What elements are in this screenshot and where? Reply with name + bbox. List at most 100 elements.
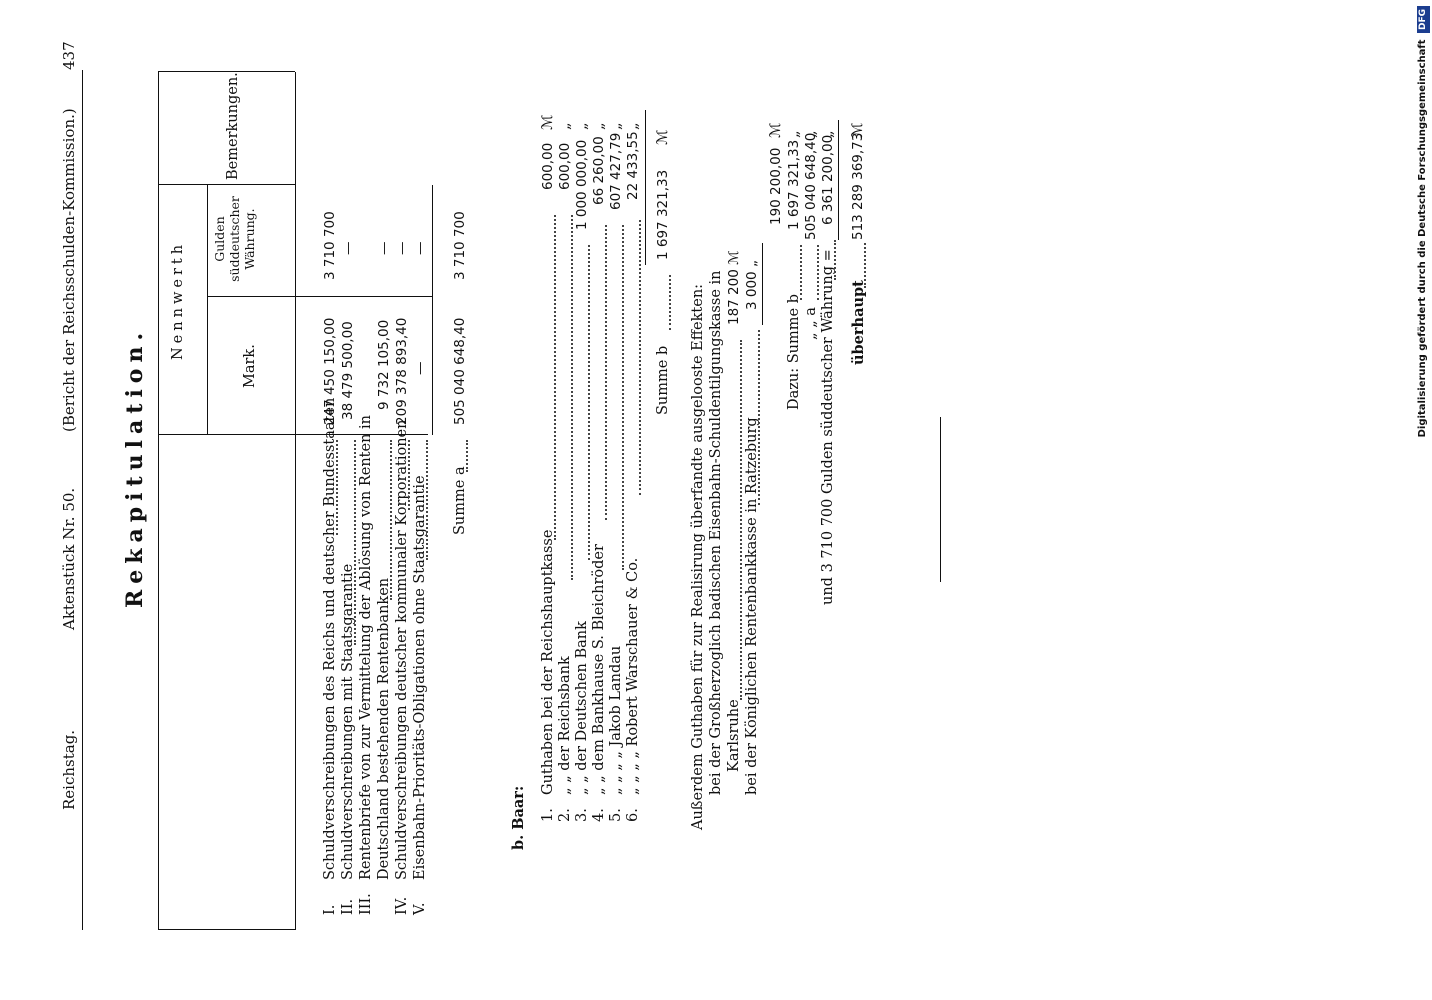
baar-row-label: „ „ dem Bankhause S. Bleichröder <box>591 544 607 795</box>
baar-row-label: „ „ „ „ Jakob Landau <box>608 645 624 795</box>
baar-row-value: 600,00 <box>557 142 573 190</box>
row-gulden: — <box>412 241 428 256</box>
row-label-continued: Deutschland bestehenden Rentenbanken <box>376 577 392 880</box>
header-middle: Aktenstück Nr. 50. <box>60 487 78 630</box>
summe-b-rule <box>645 110 646 265</box>
total-rule <box>838 120 839 240</box>
row-gulden: — <box>340 241 356 256</box>
final-value-2: 1 697 321,33 <box>786 139 802 230</box>
table-header-rule <box>295 72 296 930</box>
mark-gulden-divider <box>207 296 432 297</box>
row-num: IV. <box>394 896 410 915</box>
leader-dots <box>390 440 392 600</box>
summe-b-unit: ℳ <box>655 129 671 145</box>
row-num: I. <box>322 904 338 915</box>
baar-row-num: 3. <box>574 808 590 822</box>
baar-row-num: 6. <box>625 808 641 822</box>
summe-b-value: 1 697 321,33 <box>655 169 671 260</box>
ausserdem-line: Karlsruhe <box>726 699 742 772</box>
baar-row-num: 1. <box>540 808 556 822</box>
final-unit-2: „ <box>786 130 802 138</box>
leader-dots <box>554 215 556 540</box>
leader-dots <box>426 440 428 560</box>
dazu-label: Dazu: Summe b <box>786 294 802 410</box>
summe-a-rule <box>432 185 433 435</box>
header-rule <box>82 70 83 930</box>
row-label: Rentenbriefe von zur Vermittelung der Ab… <box>358 414 374 880</box>
baar-row-value: 22 433,55 <box>625 131 641 200</box>
leader-dots <box>740 340 742 700</box>
dfg-logo-icon: DFG <box>1417 6 1430 34</box>
leader-dots <box>864 243 866 288</box>
summe-a-gulden: 3 710 700 <box>452 211 468 280</box>
row-num: III. <box>358 893 374 915</box>
page-number: 437 <box>60 41 78 70</box>
final-unit-4: „ <box>820 130 836 138</box>
col-gulden: Gulden süddeutscher Währung. <box>212 196 257 282</box>
ausserdem-value: 187 200 ℳ <box>726 250 742 325</box>
baar-row-num: 4. <box>591 808 607 822</box>
col-mark: Mark. <box>242 344 258 388</box>
row-mark: 38 479 500,00 <box>340 321 356 420</box>
summe-b-label: Summe b <box>655 345 671 415</box>
leader-dots <box>622 225 624 570</box>
leader-dots <box>758 330 760 505</box>
table-top-rule <box>158 72 159 930</box>
baar-row-value: 607 427,79 <box>608 132 624 210</box>
nennwerth-underline <box>207 185 208 435</box>
summe-a-label: Summe a <box>452 466 468 535</box>
baar-row-label: „ „ der Reichsbank <box>557 656 573 795</box>
row-gulden: — <box>394 241 410 256</box>
baar-row-label: „ „ „ „ Robert Warschauer & Co. <box>625 557 641 795</box>
row-gulden: 3 710 700 <box>322 211 338 280</box>
leader-dots <box>588 245 590 560</box>
leader-dots <box>408 440 410 510</box>
col-nennwerth: Nennwerth <box>170 240 186 360</box>
leader-dots <box>834 240 836 280</box>
dfg-side-banner: Digitalisierung gefördert durch die Deut… <box>1413 0 1432 1000</box>
row-gulden: — <box>376 241 392 256</box>
baar-row-value: 1 000 000,00 <box>574 139 590 230</box>
final-total-unit: ℳ <box>850 122 866 138</box>
leader-dots <box>639 220 641 495</box>
closing-rule <box>940 417 941 582</box>
final-value-4: 6 361 200,00 <box>820 134 836 225</box>
row-num: V. <box>412 902 428 915</box>
baar-row-value: 66 260,00 <box>591 136 607 205</box>
header-left: Reichstag. <box>60 729 78 810</box>
leader-dots <box>669 275 671 330</box>
ueberhaupt-label: überhaupt <box>850 280 867 365</box>
ausserdem-rule <box>762 243 763 325</box>
baar-row-num: 5. <box>608 808 624 822</box>
row-mark: — <box>412 361 428 376</box>
final-value-1: 190 200,00 <box>768 147 784 225</box>
page-title: Rekapitulation. <box>122 326 148 608</box>
final-unit-3: „ <box>803 130 819 138</box>
baar-row-label: „ „ der Deutschen Bank <box>574 621 590 795</box>
ausserdem-line: bei der Großherzoglich badischen Eisenba… <box>708 270 724 796</box>
final-value-3: 505 040 648,40 <box>803 132 819 240</box>
ausserdem-value: 3 000 „ <box>744 260 760 310</box>
header-right: (Bericht der Reichsschulden-Kommission.) <box>60 108 78 432</box>
leader-dots <box>354 440 356 645</box>
baar-row-unit: „ <box>625 122 641 130</box>
col-bemerkungen: Bemerkungen. <box>225 72 241 180</box>
baar-row-label: Guthaben bei der Reichshauptkasse <box>540 529 556 795</box>
bemerkungen-divider <box>158 184 295 185</box>
leader-dots <box>466 440 468 472</box>
row-mark: 209 378 893,40 <box>394 317 410 425</box>
leader-dots <box>817 245 819 300</box>
baar-row-num: 2. <box>557 808 573 822</box>
gulden-conversion-label: und 3 710 700 Gulden süddeutscher Währun… <box>820 249 836 605</box>
row-num: II. <box>340 898 356 915</box>
baar-row-unit: „ <box>557 122 573 130</box>
table-left-rule <box>158 929 295 930</box>
ausserdem-line: Außerdem Guthaben für zur Realisirung üb… <box>690 283 706 830</box>
summe-a-mark: 505 040 648,40 <box>452 317 468 425</box>
baar-row-unit: „ <box>608 122 624 130</box>
baar-row-unit: „ <box>574 122 590 130</box>
final-unit-1: ℳ <box>768 122 784 138</box>
leader-dots <box>571 215 573 580</box>
leader-dots <box>336 440 338 535</box>
